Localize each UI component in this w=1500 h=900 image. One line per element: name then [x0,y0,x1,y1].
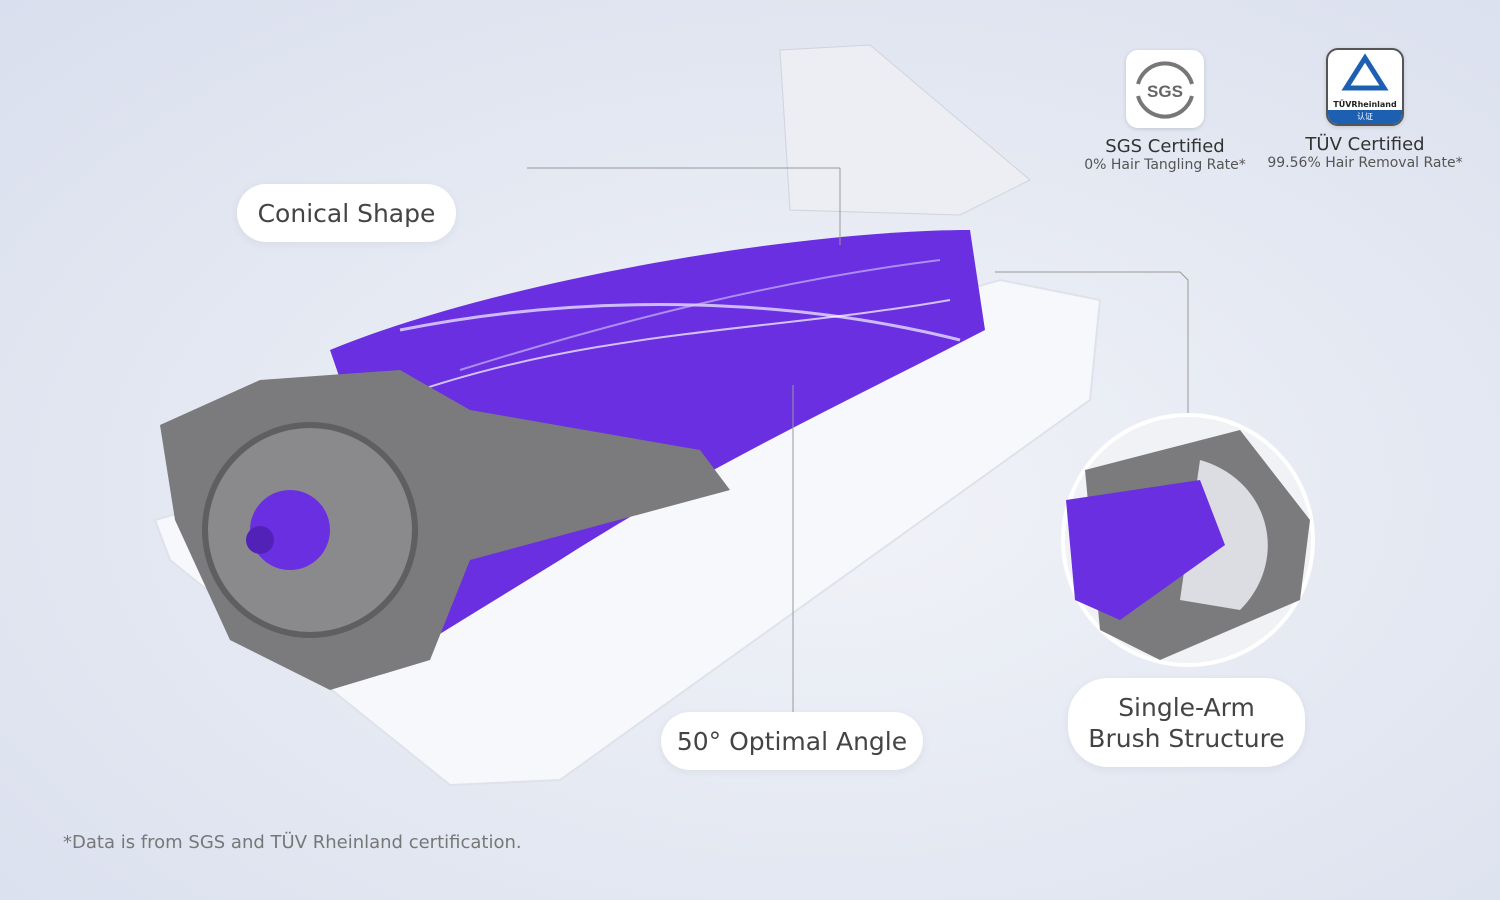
cert-subtitle: 0% Hair Tangling Rate* [1084,157,1246,173]
callout-conical-shape: Conical Shape [237,184,456,242]
callout-text: Conical Shape [257,198,436,228]
sgs-certification: SGS SGS Certified 0% Hair Tangling Rate* [1070,50,1260,173]
tuv-certification: TÜVRheinland 认证 TÜV Certified 99.56% Hai… [1265,48,1465,171]
callout-optimal-angle: 50° Optimal Angle [661,712,923,770]
sgs-logo-icon: SGS [1126,50,1204,128]
tuv-logo-icon: TÜVRheinland 认证 [1326,48,1404,126]
footnote: *Data is from SGS and TÜV Rheinland cert… [63,832,522,853]
cert-title: SGS Certified [1105,136,1225,157]
cert-title: TÜV Certified [1305,134,1425,155]
svg-text:SGS: SGS [1147,82,1183,101]
detail-zoom-circle [1061,413,1315,667]
callout-text: Single-Arm Brush Structure [1088,692,1285,753]
cert-subtitle: 99.56% Hair Removal Rate* [1267,155,1463,171]
callout-text: 50° Optimal Angle [676,726,908,756]
callout-single-arm: Single-Arm Brush Structure [1068,678,1305,767]
